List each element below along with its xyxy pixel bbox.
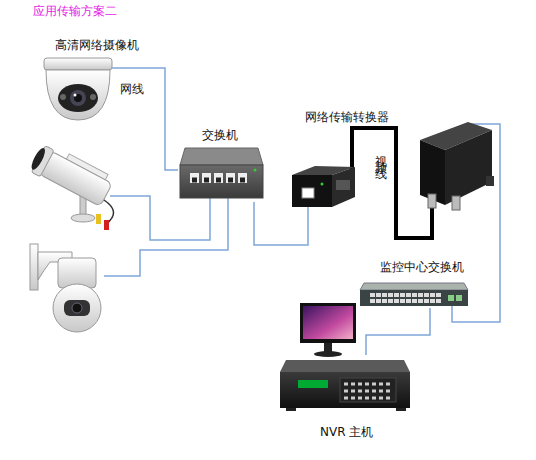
- switch-top: [180, 148, 263, 165]
- switch-ports: [190, 173, 250, 183]
- camera-node: 高清网络摄像机: [40, 38, 120, 123]
- cable-label: 视频线: [374, 146, 388, 164]
- camera-mount: [71, 214, 95, 222]
- nvr-front: [280, 372, 410, 408]
- nvr-buttons: [344, 397, 392, 400]
- network-cable: [104, 198, 228, 276]
- switch-node: 交换机: [178, 128, 264, 202]
- rca-plug: [96, 214, 101, 224]
- uplink-ports: [448, 295, 464, 301]
- camera-window: [58, 84, 98, 112]
- nvr-display: [298, 380, 328, 388]
- camera-lens: [70, 90, 86, 106]
- switch-front: [360, 290, 468, 306]
- center-switch-node: 监控中心交换机: [358, 258, 468, 308]
- camera-base: [44, 58, 112, 70]
- status-led: [321, 183, 324, 186]
- button-panel: [340, 378, 396, 402]
- wall-plate: [30, 244, 38, 290]
- switch-front: [180, 165, 263, 198]
- converter-side: [445, 130, 492, 205]
- camera-lens: [72, 303, 82, 313]
- video-converter: [420, 122, 494, 210]
- camera-dome: [46, 70, 110, 120]
- network-cable: [254, 202, 308, 245]
- network-cable: [366, 308, 430, 355]
- ir-led: [90, 94, 96, 100]
- nvr-node: NVR 主机: [276, 355, 412, 445]
- cable-label: 网线: [120, 82, 144, 96]
- camera-lens: [29, 146, 47, 171]
- switch-ports: [370, 299, 442, 303]
- mount-tab: [486, 176, 494, 186]
- nvr-foot: [396, 408, 406, 411]
- converter-node: 网络传输转换器: [288, 110, 358, 207]
- device-label: 高清网络摄像机: [55, 38, 139, 52]
- switch-ports: [370, 293, 442, 297]
- center-switch: [360, 283, 468, 306]
- nvr-top: [280, 360, 410, 372]
- network-converter: [292, 166, 355, 207]
- dome-camera: [44, 58, 112, 120]
- nvr-buttons: [344, 383, 392, 386]
- network-switch: [180, 148, 263, 198]
- network-cable: [110, 196, 210, 240]
- bnc-connector: [428, 194, 436, 208]
- nvr-foot: [286, 408, 296, 411]
- device-label: 监控中心交换机: [380, 260, 464, 274]
- monitor-screen: [303, 306, 353, 339]
- network-cable: [120, 68, 178, 170]
- ir-led: [60, 94, 66, 100]
- monitor: [300, 303, 356, 357]
- rj45-port: [302, 188, 314, 198]
- monitor-stand: [324, 343, 332, 352]
- camera-body: [28, 140, 115, 208]
- ptz-camera: [30, 244, 101, 332]
- lens-glint: [74, 94, 77, 97]
- camera-lens: [74, 94, 82, 102]
- ptz-window: [64, 300, 90, 316]
- rca-plug: [104, 220, 109, 230]
- bullet-camera: [28, 140, 115, 230]
- nvr-buttons: [344, 390, 392, 393]
- monitor-base: [314, 351, 342, 357]
- power-jack: [336, 180, 350, 190]
- device-label: 交换机: [202, 128, 238, 142]
- bnc-connector: [452, 196, 460, 210]
- switch-ports: [190, 178, 250, 183]
- diagram-title: 应用传输方案二: [33, 4, 117, 18]
- converter-front: [292, 175, 332, 207]
- switch-top: [360, 283, 468, 290]
- nvr-recorder: [280, 360, 410, 411]
- status-led: [254, 169, 257, 172]
- monitor-frame: [300, 303, 356, 343]
- device-label: NVR 主机: [320, 425, 373, 439]
- converter-side: [332, 167, 355, 207]
- ptz-dome: [53, 284, 101, 332]
- device-label: 网络传输转换器: [305, 110, 389, 124]
